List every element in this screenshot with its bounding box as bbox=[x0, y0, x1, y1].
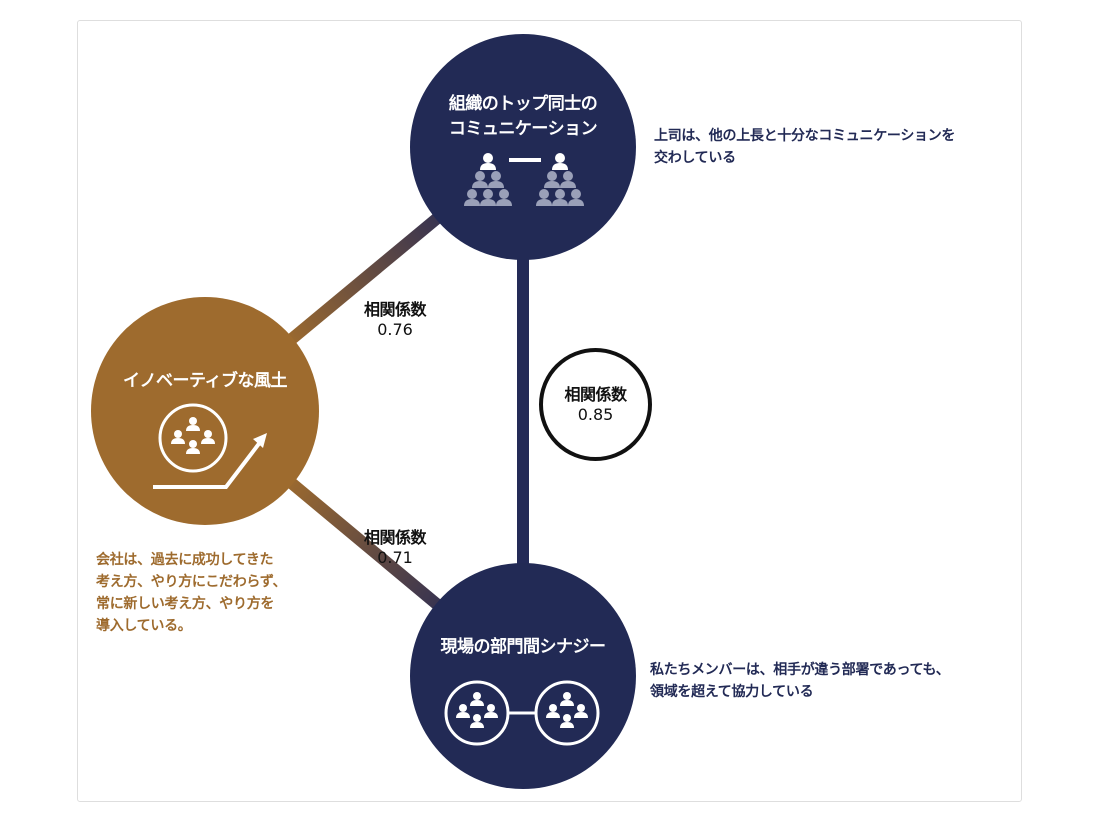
group-growth-arrow-icon bbox=[153, 403, 267, 489]
hierarchy-groups-icon bbox=[464, 153, 584, 206]
node-top-communication: 組織のトップ同士の コミュニケーション bbox=[410, 34, 636, 260]
correlation-top-left: 相関係数 0.76 bbox=[345, 300, 445, 340]
linked-groups-icon bbox=[444, 680, 600, 746]
node-bottom-title: 現場の部門間シナジー bbox=[440, 637, 607, 657]
correlation-top-bottom-label: 相関係数 bbox=[564, 384, 627, 404]
node-left-title: イノベーティブな風土 bbox=[123, 371, 287, 391]
node-top-description: 上司は、他の上長と十分なコミュニケーションを 交わしている bbox=[654, 128, 956, 166]
node-left-description: 会社は、過去に成功してきた 考え方、やり方にこだわらず、 常に新しい考え方、やり… bbox=[96, 552, 287, 634]
node-left-innovative-culture: イノベーティブな風土 bbox=[91, 297, 319, 525]
correlation-top-left-value: 0.76 bbox=[377, 320, 413, 339]
node-top-title-line1: 組織のトップ同士の bbox=[448, 94, 598, 114]
node-bottom-description: 私たちメンバーは、相手が違う部署であっても、 領域を超えて協力している bbox=[650, 662, 950, 700]
correlation-left-bottom-label: 相関係数 bbox=[363, 528, 427, 547]
node-top-title-line2: コミュニケーション bbox=[448, 119, 598, 139]
correlation-top-left-label: 相関係数 bbox=[363, 300, 427, 319]
node-bottom-synergy: 現場の部門間シナジー bbox=[410, 563, 636, 789]
correlation-left-bottom-value: 0.71 bbox=[377, 548, 413, 567]
correlation-left-bottom: 相関係数 0.71 bbox=[345, 528, 445, 568]
correlation-top-bottom: 相関係数 0.85 bbox=[539, 348, 652, 461]
correlation-top-bottom-value: 0.85 bbox=[577, 404, 614, 424]
